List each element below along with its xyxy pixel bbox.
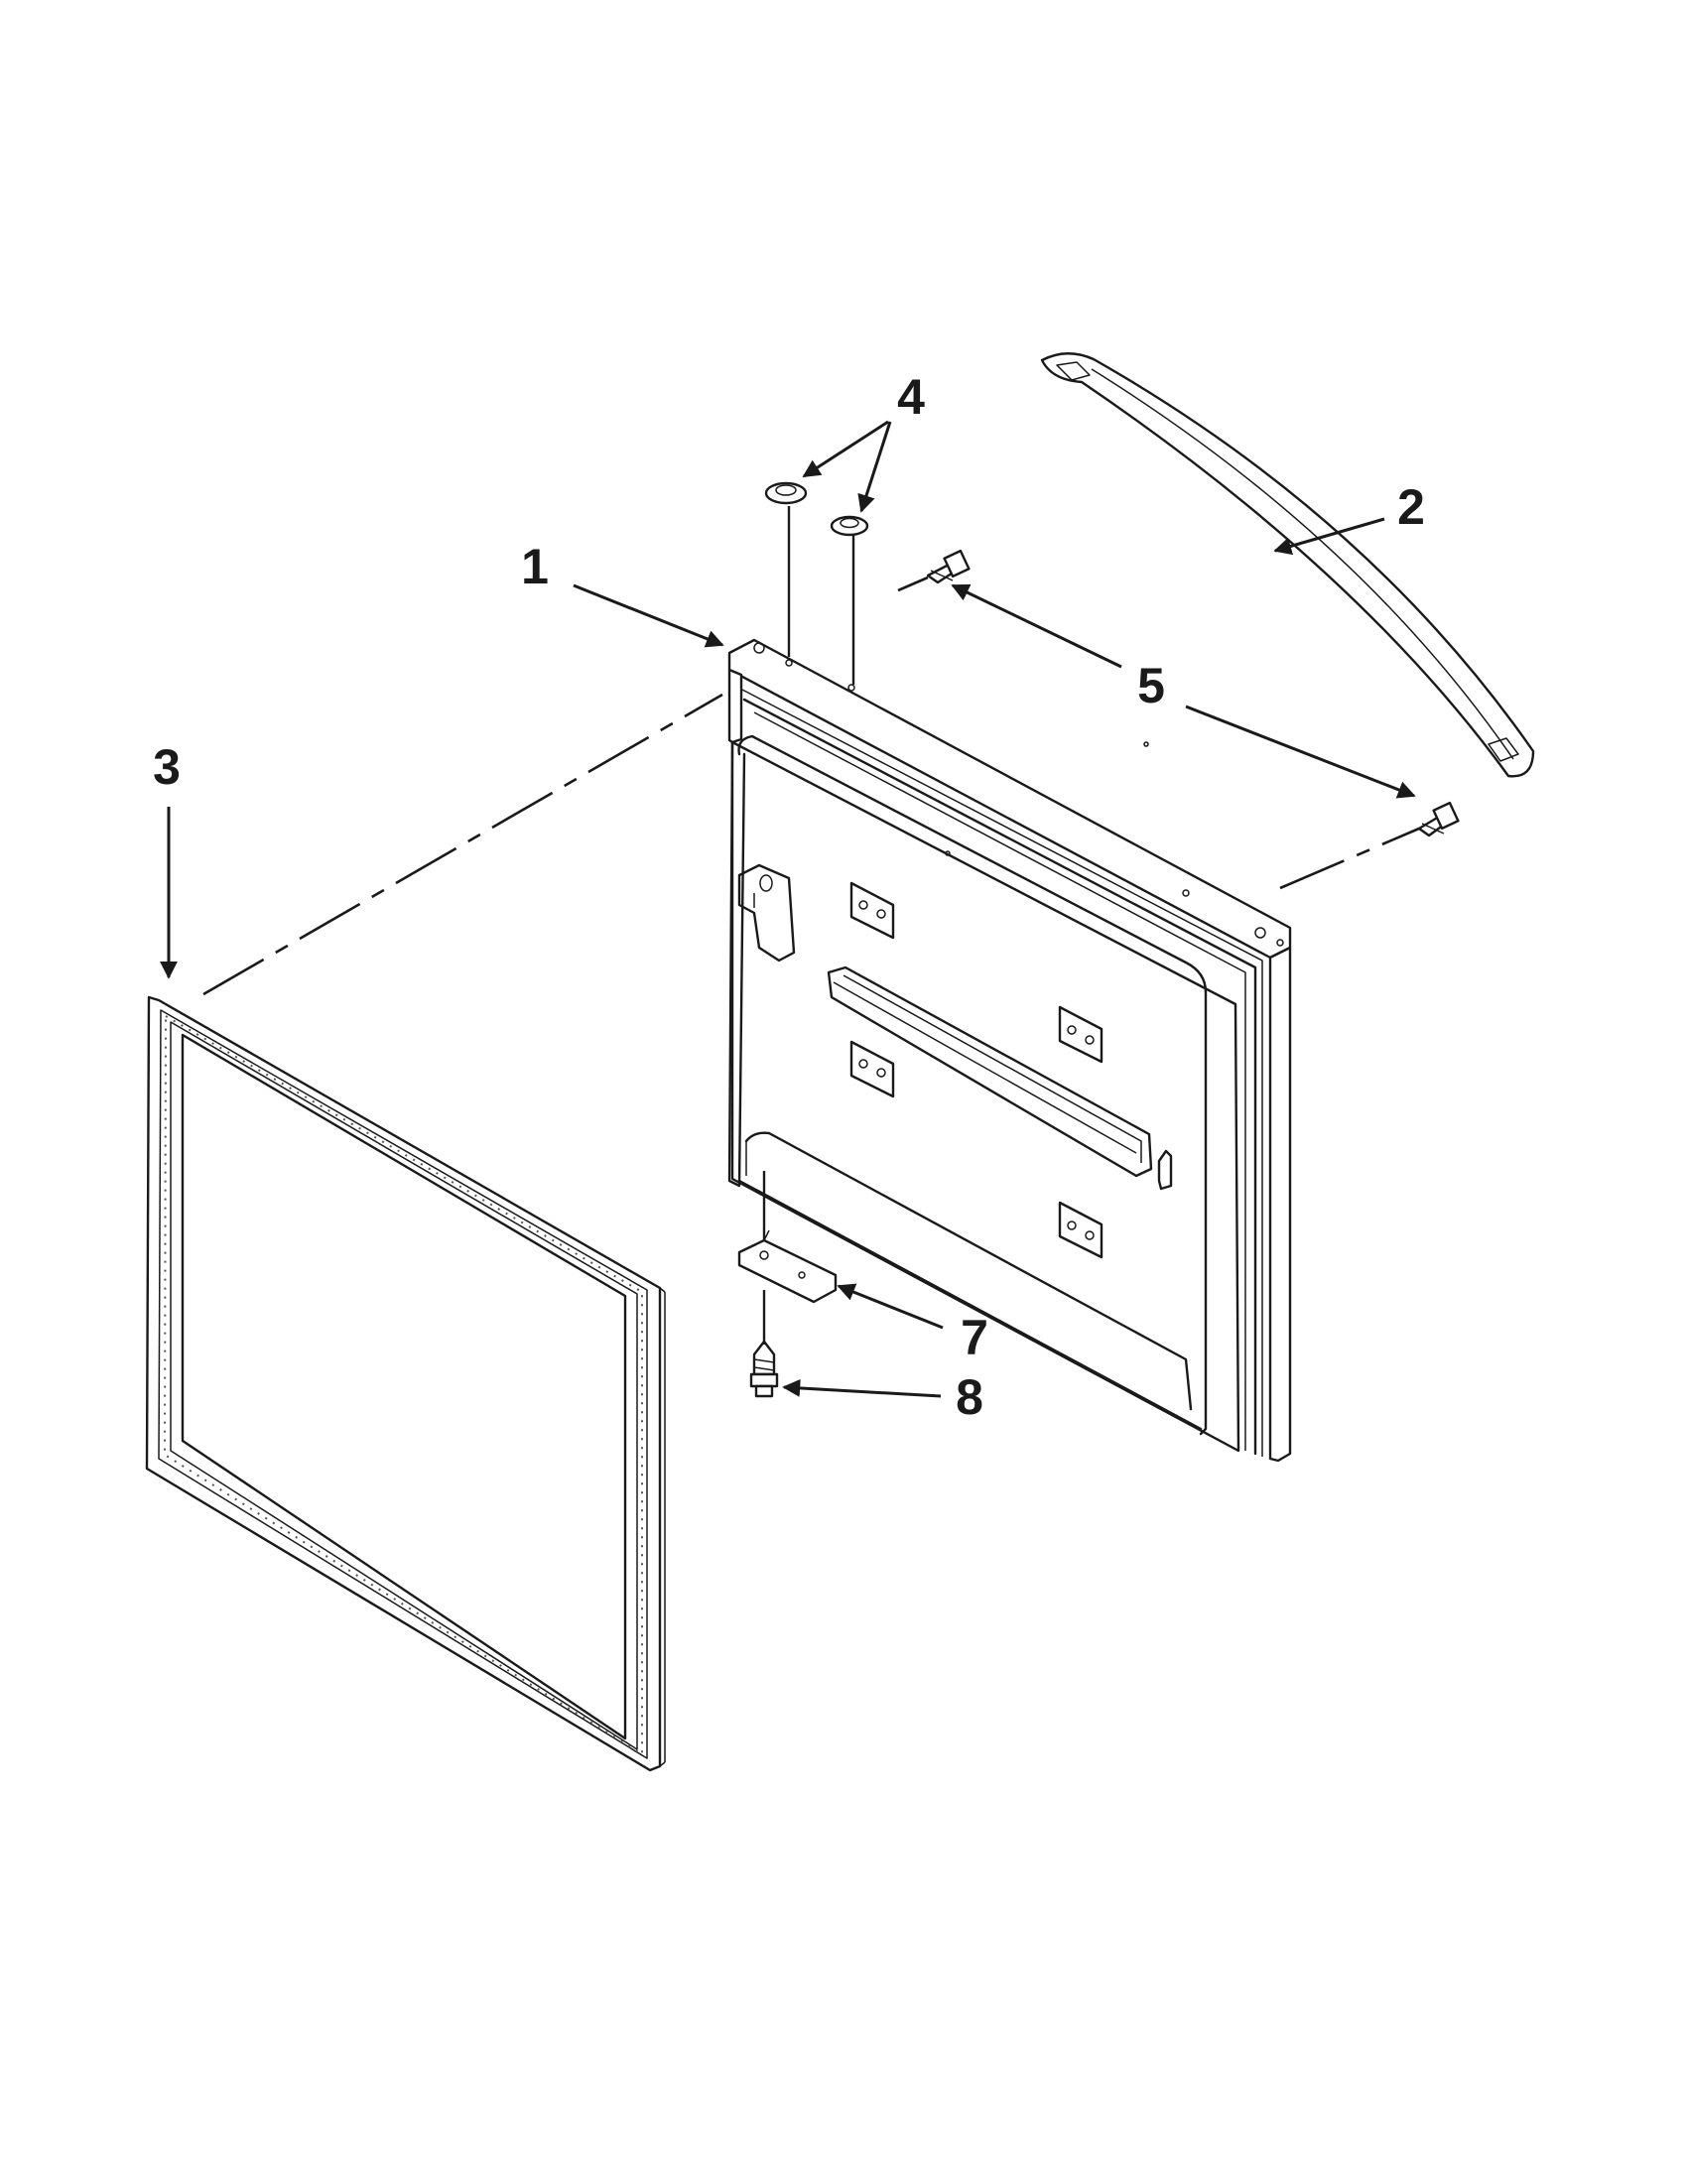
alignment-lines — [202, 506, 1420, 1345]
hinge-screw — [749, 1340, 779, 1398]
hinge-bracket — [737, 1229, 838, 1304]
mounting-pad — [849, 881, 895, 940]
plug-right — [830, 515, 869, 537]
door-gasket — [145, 995, 666, 1772]
callout-hinge-bracket: 7 — [961, 1310, 988, 1365]
callout-gasket: 3 — [153, 739, 181, 795]
handle-screw-upper — [926, 549, 971, 584]
mounting-pad — [849, 1040, 895, 1098]
door-handle — [1040, 352, 1535, 778]
freezer-door — [727, 638, 1292, 1463]
mounting-pad — [1058, 1201, 1103, 1259]
callout-hinge-screw: 8 — [956, 1369, 983, 1425]
callout-door: 1 — [521, 539, 549, 594]
callout-handle: 2 — [1397, 479, 1425, 535]
mounting-pad — [1058, 1005, 1103, 1064]
callout-plugs: 4 — [897, 369, 925, 425]
leader-lines — [160, 420, 1416, 1398]
plug-left — [764, 481, 808, 505]
callout-handle-screws: 5 — [1137, 658, 1165, 713]
handle-screw-lower — [1417, 801, 1460, 837]
